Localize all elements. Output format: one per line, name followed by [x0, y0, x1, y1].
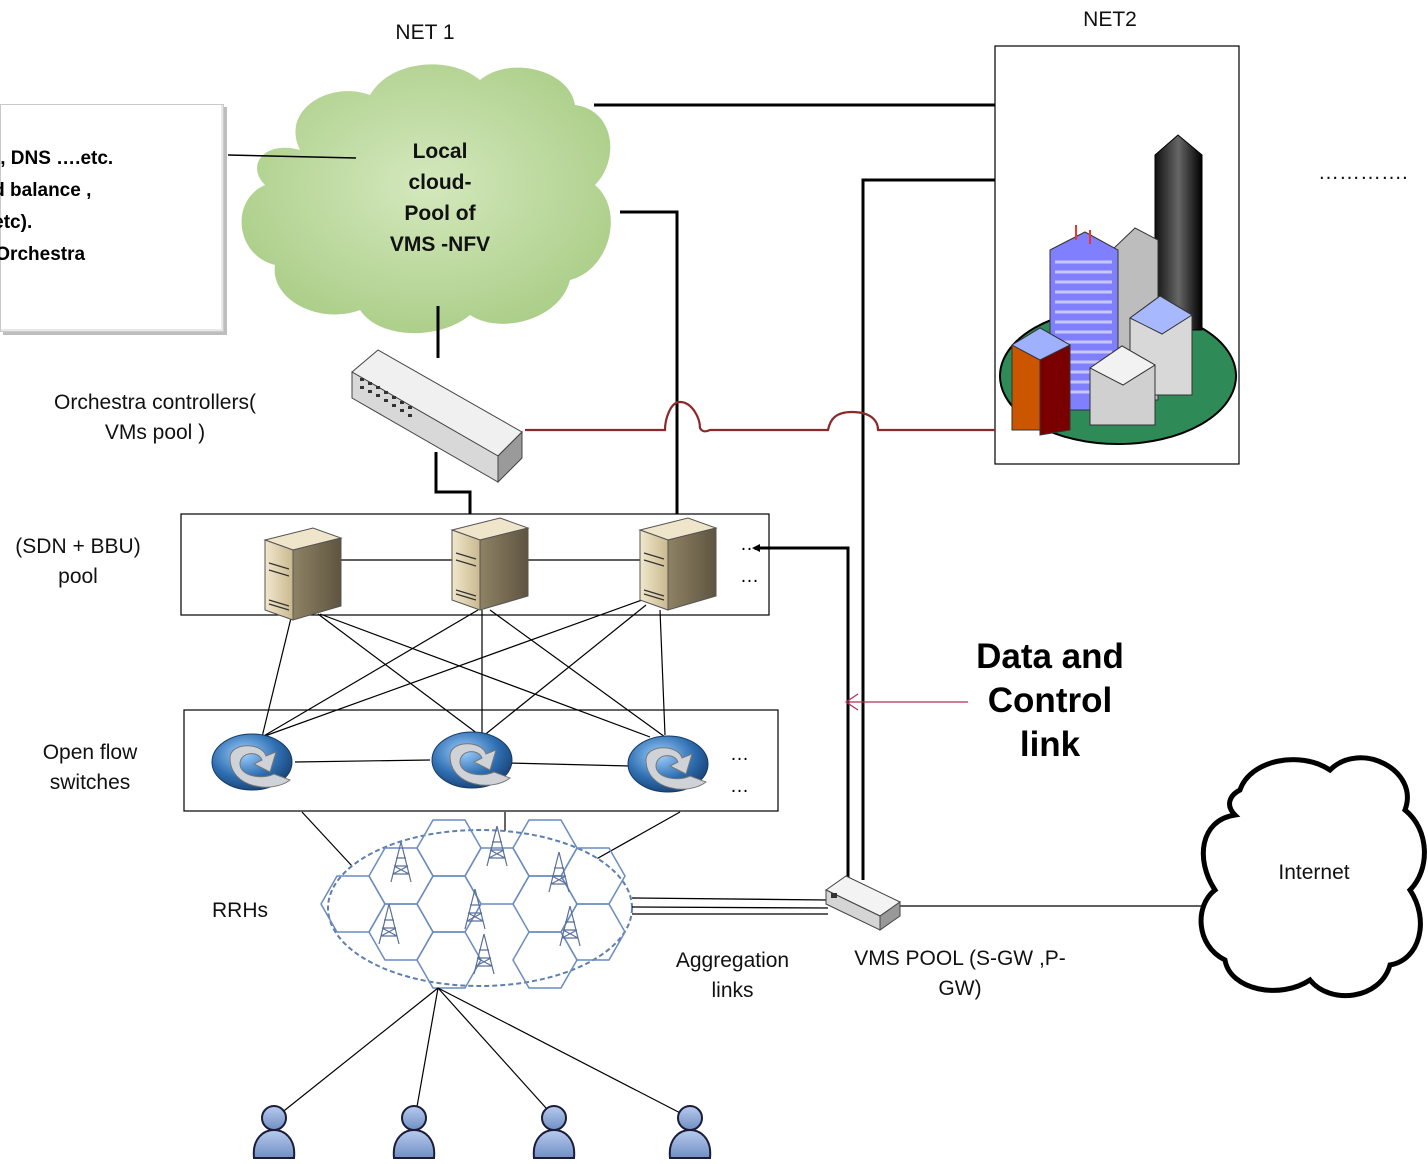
user-links — [274, 987, 691, 1119]
vms-pool-line-2: GW) — [938, 977, 982, 1000]
orchestra-line-1: Orchestra controllers( — [54, 391, 256, 414]
server-more-1: … — [740, 534, 759, 555]
aggregation-label: Aggregation links — [650, 946, 815, 1006]
openflow-label: Open flow switches — [20, 738, 160, 798]
sdn-bbu-line-1: (SDN + BBU) — [15, 535, 141, 558]
bbu-router-link — [756, 546, 850, 880]
vms-pool-router-icon — [825, 875, 901, 931]
switch-link — [507, 762, 631, 767]
net2-router-link — [861, 178, 995, 880]
sdn-bbu-label: (SDN + BBU) pool — [0, 532, 156, 592]
server-icon — [450, 517, 530, 611]
local-cloud-label: Local cloud- Pool of VMS -NFV — [370, 136, 510, 260]
openflow-switch-icon — [211, 733, 293, 791]
cloud-server3-link — [620, 210, 679, 520]
cloud-line-4: VMS -NFV — [389, 233, 491, 256]
vms-pool-line-1: VMS POOL (S-GW ,P- — [854, 947, 1066, 970]
switch-rrh-link — [583, 811, 681, 867]
data-control-line-2: Control — [987, 681, 1113, 720]
switch-more-2: … — [730, 776, 749, 797]
user-icon — [532, 1105, 576, 1159]
services-box: TP , DNS ….etc. oad balance , t...etc). … — [0, 104, 224, 332]
switch-rrh-link — [301, 811, 353, 867]
cell-tower-icon — [378, 825, 581, 975]
orchestra-router-icon — [351, 349, 523, 484]
sidebox-link — [227, 154, 357, 159]
orchestra-line-2: VMs pool ) — [104, 421, 206, 444]
openflow-line-1: Open flow — [42, 741, 138, 764]
ellipsis-label: …………. — [1318, 161, 1408, 184]
openflow-line-2: switches — [49, 771, 131, 794]
switch-more-1: … — [730, 744, 749, 765]
mesh-links — [261, 599, 666, 738]
switch-link — [294, 759, 431, 763]
aggregation-line-1: Aggregation — [675, 949, 790, 972]
internet-label: Internet — [1278, 861, 1350, 884]
user-icon — [252, 1105, 296, 1159]
local-cloud-icon — [241, 64, 611, 334]
rrhs-label: RRHs — [212, 899, 268, 922]
orchestra-label: Orchestra controllers( VMs pool ) — [20, 388, 290, 448]
server-more-2: … — [740, 566, 759, 587]
orchestra-net2-link — [525, 400, 995, 433]
services-line-1: TP , DNS ….etc. — [0, 148, 114, 169]
data-control-label: Data and Control link — [960, 635, 1140, 767]
city-buildings-icon — [999, 134, 1237, 445]
cloud-line-2: cloud- — [408, 171, 472, 194]
internet-cloud-icon — [1198, 755, 1427, 998]
user-icon — [668, 1105, 712, 1159]
sdn-bbu-line-2: pool — [58, 565, 98, 588]
net2-label: NET2 — [1083, 8, 1137, 31]
cloud-line-3: Pool of — [404, 202, 476, 225]
data-control-line-1: Data and — [976, 637, 1124, 676]
cloud-line-1: Local — [412, 140, 468, 163]
data-control-line-3: link — [1019, 725, 1081, 764]
server-icon — [638, 517, 718, 611]
server-icon — [263, 527, 343, 621]
services-line-3: t...etc). — [0, 212, 33, 233]
aggregation-links — [631, 897, 829, 915]
openflow-switch-icon — [431, 731, 513, 789]
user-icon — [392, 1105, 436, 1159]
services-line-4: or Orchestra — [0, 244, 86, 265]
vms-pool-label: VMS POOL (S-GW ,P- GW) — [840, 944, 1080, 1004]
aggregation-line-2: links — [711, 979, 754, 1002]
openflow-switch-icon — [627, 735, 709, 793]
orchestra-server-link — [434, 452, 472, 520]
services-line-2: oad balance , — [0, 180, 92, 201]
net1-label: NET 1 — [395, 21, 455, 44]
